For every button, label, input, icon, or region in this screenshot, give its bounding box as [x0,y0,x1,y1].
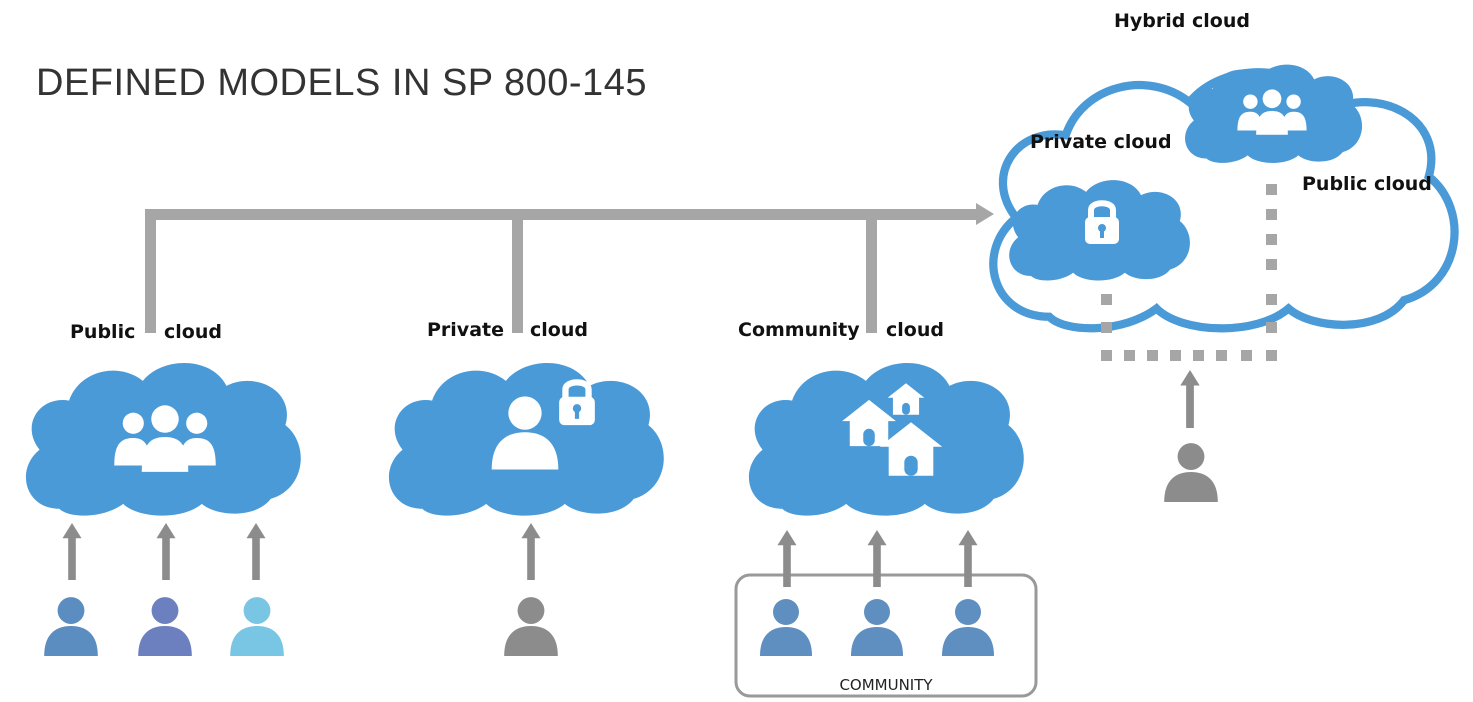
user-icon [44,597,98,656]
user-icon [230,597,284,656]
connector-drop-public [145,209,156,333]
public-label-word1: Public [70,321,135,343]
public-cloud [25,363,301,516]
up-arrow-icon [156,523,176,580]
people-group-icon [1237,89,1307,135]
community-users: COMMUNITY [734,530,1038,698]
up-arrow-icon [958,530,978,587]
connector-arrowhead [976,203,994,225]
private-user [504,523,558,656]
hybrid-private-label: Private cloud [1030,131,1172,153]
private-label-word2: cloud [530,319,588,341]
community-cloud [748,363,1024,516]
user-icon [851,599,903,656]
user-icon [504,597,558,656]
user-icon [138,597,192,656]
private-label-word1: Private [427,319,504,341]
hybrid-cloud: Hybrid cloud Private cloud Public cloud [993,10,1454,502]
up-arrow-icon [777,530,797,587]
public-label-word2: cloud [164,321,222,343]
top-connector-bar [145,209,977,220]
community-group-box [734,573,1038,698]
model-labels: Public cloud Private cloud Community clo… [70,319,944,343]
community-label-word2: cloud [886,319,944,341]
user-icon [1164,443,1218,502]
user-icon [942,599,994,656]
private-cloud [388,363,664,516]
public-users [44,523,284,656]
up-arrow-icon [867,530,887,587]
up-arrow-icon [62,523,82,580]
hybrid-dotted-connector [1101,184,1277,361]
people-group-icon [114,405,216,472]
hybrid-cloud-title: Hybrid cloud [1114,10,1250,32]
connector-drop-private [512,209,523,333]
user-icon [760,599,812,656]
community-label-word1: Community [738,319,860,341]
up-arrow-icon [521,523,541,580]
page-title: DEFINED MODELS IN SP 800-145 [36,62,647,104]
connector-drop-community [866,209,877,333]
up-arrow-icon [246,523,266,580]
connector-lines [145,203,994,333]
hybrid-public-label: Public cloud [1302,173,1432,195]
community-group-label: COMMUNITY [839,676,933,694]
up-arrow-icon [1180,370,1200,428]
